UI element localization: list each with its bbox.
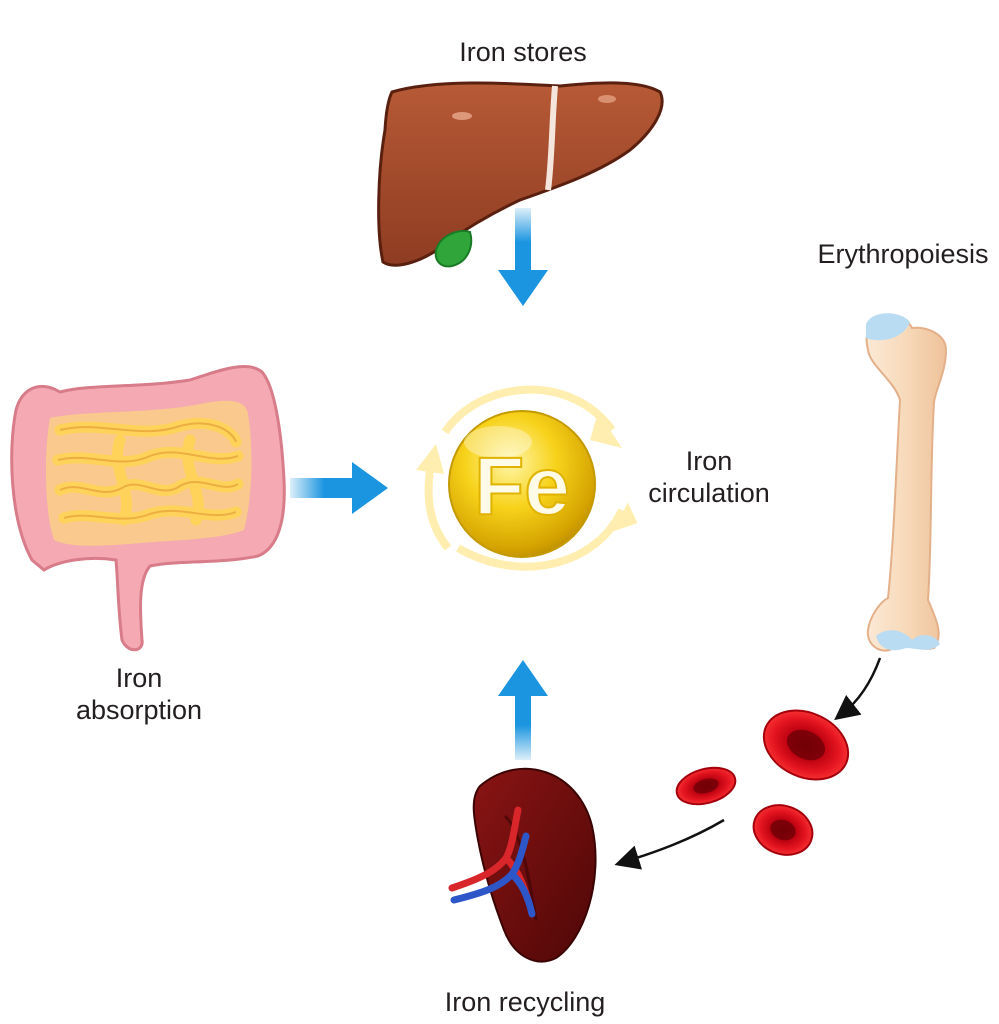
iron-circulation-line2: circulation [648, 478, 770, 508]
red-blood-cell [752, 804, 814, 856]
iron-stores-label: Iron stores [459, 37, 587, 67]
vein [450, 832, 536, 918]
iron-absorption-line1: Iron [115, 663, 163, 693]
arrow-rbc-to-spleen [614, 818, 725, 870]
intestines [10, 365, 286, 652]
iron-circulation-label: Iron circulation [640, 445, 778, 509]
iron-absorption-line2: absorption [75, 695, 203, 725]
spleen [448, 767, 597, 963]
arrow-bone-to-rbc [834, 657, 882, 721]
liver [377, 81, 664, 267]
erythropoiesis-label: Erythropoiesis [817, 239, 989, 269]
red-blood-cells [675, 709, 850, 856]
iron-absorption-label: Iron absorption [66, 662, 212, 726]
arrow-intestines-to-circulation [290, 462, 388, 514]
arrow-liver-to-circulation [498, 208, 548, 306]
bone [865, 313, 948, 652]
red-blood-cell [675, 766, 737, 806]
fe-symbol: Fe [474, 441, 570, 532]
iron-circulation-line1: Iron [685, 446, 733, 476]
gallbladder [434, 230, 473, 268]
iron-circulation-cycle [416, 385, 638, 571]
red-blood-cell [762, 709, 850, 781]
iron-recycling-label: Iron recycling [444, 987, 606, 1017]
arrow-spleen-to-circulation [498, 660, 548, 760]
fe-sphere [448, 410, 596, 558]
